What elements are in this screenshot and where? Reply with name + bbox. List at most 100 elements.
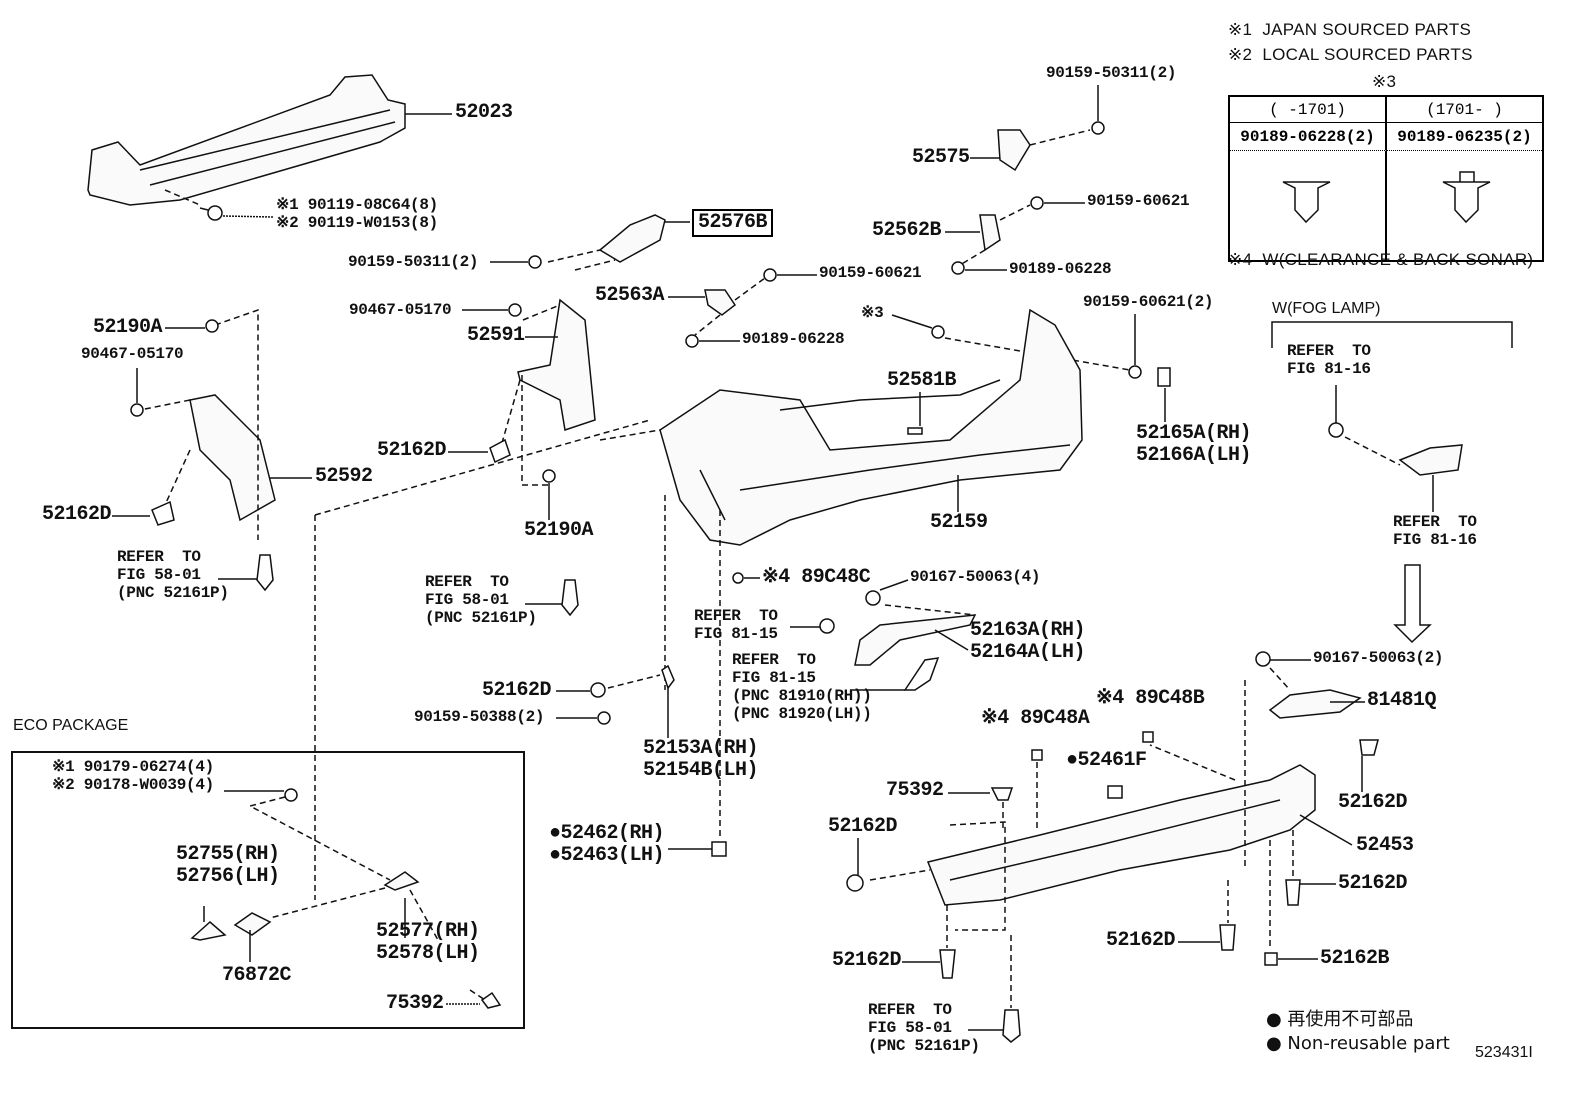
diagram-stroke bbox=[256, 554, 274, 592]
diagram-stroke bbox=[1128, 365, 1142, 379]
part-label-p52162D-d[interactable]: 52162D bbox=[828, 815, 898, 838]
diagram-stroke bbox=[704, 289, 737, 316]
part-label-p52755[interactable]: 52755(RH) 52756(LH) bbox=[176, 843, 280, 889]
part-label-p52591[interactable]: 52591 bbox=[467, 324, 525, 347]
diagram-stroke bbox=[1029, 129, 1091, 146]
diagram-stroke bbox=[190, 921, 227, 941]
part-label-p52162D-mid[interactable]: 52162D bbox=[377, 439, 447, 462]
eco-package-title: ECO PACKAGE bbox=[13, 717, 129, 734]
diagram-stroke bbox=[1264, 952, 1278, 966]
part-label-bolt-50063-2[interactable]: 90167-50063(2) bbox=[1313, 649, 1444, 667]
part-label-bolt-60621-top[interactable]: 90159-60621 bbox=[1087, 192, 1190, 210]
part-label-p52453[interactable]: 52453 bbox=[1356, 834, 1414, 857]
diagram-stroke bbox=[1031, 749, 1043, 761]
part-label-p52581B[interactable]: 52581B bbox=[887, 369, 957, 392]
part-label-refer-8116-a[interactable]: REFER TO FIG 81-16 bbox=[1287, 342, 1371, 378]
part-label-p89C48A[interactable]: ※4 89C48A bbox=[981, 707, 1090, 730]
part-label-p52462[interactable]: ●52462(RH) ●52463(LH) bbox=[549, 822, 665, 868]
part-label-refer-5801-left[interactable]: REFER TO FIG 58-01 (PNC 52161P) bbox=[117, 548, 229, 602]
diagram-stroke bbox=[1398, 444, 1463, 476]
clip-06228-top bbox=[951, 261, 1007, 275]
part-label-p52162D-e[interactable]: 52162D bbox=[1338, 791, 1408, 814]
legend-note-3: ※3 bbox=[1372, 72, 1397, 91]
part-label-clip-05170-a[interactable]: 90467-05170 bbox=[349, 301, 452, 319]
part-label-p89C48C[interactable]: ※4 89C48C bbox=[762, 566, 871, 589]
part-label-p52162D-g[interactable]: 52162D bbox=[832, 949, 902, 972]
clip-52162B bbox=[1264, 840, 1318, 966]
part-label-refer-8115-b[interactable]: REFER TO FIG 81-15 (PNC 81910(RH)) (PNC … bbox=[732, 651, 872, 723]
fog-lamp bbox=[1398, 444, 1463, 512]
part-label-p52576B[interactable]: 52576B bbox=[692, 209, 774, 238]
part-label-p52162D-c[interactable]: 52162D bbox=[482, 679, 552, 702]
part-label-refer-5801-mid[interactable]: REFER TO FIG 58-01 (PNC 52161P) bbox=[425, 573, 537, 627]
diagram-stroke bbox=[711, 841, 727, 857]
part-label-bolt-beam[interactable]: ※1 90119-08C64(8) ※2 90119-W0153(8) bbox=[276, 196, 438, 232]
part-label-bolt-50311-left[interactable]: 90159-50311(2) bbox=[348, 253, 479, 271]
diagram-stroke bbox=[383, 871, 420, 891]
part-label-p52162D-f[interactable]: 52162D bbox=[1106, 929, 1176, 952]
nut-8115 bbox=[790, 618, 835, 634]
fog-lamp-bracket bbox=[1271, 321, 1513, 348]
part-label-p52023[interactable]: 52023 bbox=[455, 101, 513, 124]
part-label-p75392-eco[interactable]: 75392 bbox=[386, 992, 444, 1015]
part-label-refer-8116-b[interactable]: REFER TO FIG 81-16 bbox=[1393, 513, 1477, 549]
clip-05170-b bbox=[130, 368, 144, 417]
clip-52162D-left bbox=[112, 500, 175, 526]
diagram-stroke bbox=[659, 308, 1083, 546]
part-label-p75392-main[interactable]: 75392 bbox=[886, 779, 944, 802]
diagram-stroke bbox=[763, 268, 777, 282]
part-label-p81481Q[interactable]: 81481Q bbox=[1367, 689, 1437, 712]
diagram-stroke bbox=[314, 419, 661, 516]
bracket-52563A bbox=[668, 277, 766, 336]
part-label-p76872C[interactable]: 76872C bbox=[222, 964, 292, 987]
part-label-p52562B[interactable]: 52562B bbox=[872, 219, 942, 242]
diagram-stroke bbox=[517, 298, 596, 431]
part-label-clip-05170-b[interactable]: 90467-05170 bbox=[81, 345, 184, 363]
part-label-p89C48B[interactable]: ※4 89C48B bbox=[1096, 687, 1205, 710]
part-label-p52163A[interactable]: 52163A(RH) 52164A(LH) bbox=[970, 619, 1086, 665]
part-label-bolt-60621-mid[interactable]: 90159-60621 bbox=[819, 264, 922, 282]
diagram-stroke bbox=[907, 427, 923, 435]
diagram-stroke bbox=[499, 304, 561, 486]
diagram-stroke bbox=[542, 469, 556, 483]
diagram-stroke bbox=[233, 912, 272, 936]
part-label-p52162D-left[interactable]: 52162D bbox=[42, 503, 112, 526]
part-label-p52461F[interactable]: ●52461F bbox=[1066, 749, 1147, 772]
part-label-p52162D-h[interactable]: 52162D bbox=[1338, 872, 1408, 895]
clip-06228-mid bbox=[685, 334, 740, 348]
sonar-89C48C bbox=[732, 572, 760, 584]
part-label-p52190A-left[interactable]: 52190A bbox=[93, 316, 163, 339]
part-label-p52563A[interactable]: 52563A bbox=[595, 284, 665, 307]
part-label-bolt-50063-4[interactable]: 90167-50063(4) bbox=[910, 568, 1041, 586]
part-label-p52575[interactable]: 52575 bbox=[912, 146, 970, 169]
part-label-p52577[interactable]: 52577(RH) 52578(LH) bbox=[376, 920, 480, 966]
nonreusable-note-jp: ● 再使用不可部品 bbox=[1266, 1009, 1414, 1030]
part-label-p52592[interactable]: 52592 bbox=[315, 465, 373, 488]
part-label-p52162B[interactable]: 52162B bbox=[1320, 947, 1390, 970]
diagram-stroke bbox=[949, 680, 1246, 931]
diagram-stroke bbox=[189, 394, 276, 522]
part-label-ref3[interactable]: ※3 bbox=[861, 304, 884, 322]
part-label-bolt-50388[interactable]: 90159-50388(2) bbox=[414, 708, 545, 726]
part-label-eco-bolt[interactable]: ※1 90179-06274(4) ※2 90178-W0039(4) bbox=[52, 758, 214, 794]
part-label-bolt-60621-2[interactable]: 90159-60621(2) bbox=[1083, 293, 1214, 311]
part-label-bolt-50311-top[interactable]: 90159-50311(2) bbox=[1046, 64, 1177, 82]
diagram-stroke bbox=[1359, 739, 1379, 756]
part-label-clip-06228-mid[interactable]: 90189-06228 bbox=[742, 330, 845, 348]
eco-clip bbox=[224, 788, 391, 881]
table-image-cell-1 bbox=[1230, 151, 1387, 260]
part-label-p52159[interactable]: 52159 bbox=[930, 511, 988, 534]
bracket-52576B bbox=[547, 214, 690, 271]
part-label-refer-5801-bottom[interactable]: REFER TO FIG 58-01 (PNC 52161P) bbox=[868, 1001, 980, 1055]
diagram-stroke bbox=[884, 604, 976, 616]
part-label-refer-8115-a[interactable]: REFER TO FIG 81-15 bbox=[694, 607, 778, 643]
part-label-p52190A-mid[interactable]: 52190A bbox=[524, 519, 594, 542]
diagram-stroke bbox=[1268, 689, 1362, 719]
diagram-stroke bbox=[528, 255, 542, 269]
arrow-down-icon bbox=[1393, 564, 1432, 644]
part-label-clip-06228-top[interactable]: 90189-06228 bbox=[1009, 260, 1112, 278]
diagram-stroke bbox=[732, 572, 744, 584]
part-label-p52165A[interactable]: 52165A(RH) 52166A(LH) bbox=[1136, 422, 1252, 468]
part-label-p52153A[interactable]: 52153A(RH) 52154B(LH) bbox=[643, 737, 759, 783]
